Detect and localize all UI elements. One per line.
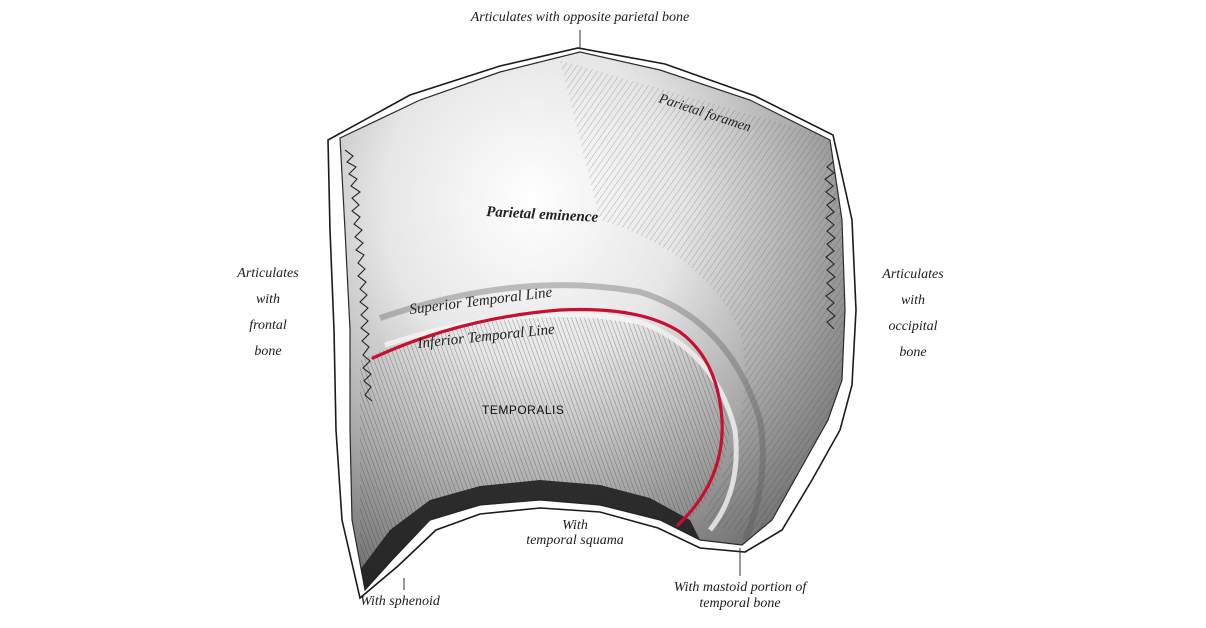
inferior-temporal-line-highlight [371, 307, 724, 527]
label-articulates-opposite-parietal: Articulates with opposite parietal bone [470, 10, 690, 25]
label-line: temporal squama [526, 533, 624, 548]
hatching-right-region [560, 60, 845, 540]
label-line: frontal [249, 318, 287, 333]
label-line: bone [899, 345, 927, 360]
label-with-mastoid-portion: With mastoid portion of temporal bone [640, 580, 840, 612]
label-line: With mastoid portion of [673, 580, 807, 595]
label-line: temporal bone [699, 596, 781, 611]
superior-temporal-ridge [379, 282, 766, 542]
label-line: occipital [888, 319, 938, 334]
bone-outer-outline [327, 47, 857, 600]
label-with-temporal-squama: With temporal squama [500, 518, 650, 548]
label-line: Articulates [882, 267, 944, 282]
serrated-edge-right [824, 159, 836, 330]
label-articulates-occipital: Articulates with occipital bone [864, 262, 962, 366]
label-line: with [900, 293, 926, 308]
label-line: bone [254, 344, 282, 359]
label-parietal-eminence: Parietal eminence [486, 204, 599, 226]
label-line: With [562, 518, 588, 533]
label-line: with [255, 292, 281, 307]
label-with-sphenoid: With sphenoid [360, 594, 440, 609]
label-temporalis: TEMPORALIS [482, 403, 564, 417]
label-line: Articulates [237, 266, 299, 281]
serrated-edge-left [344, 149, 373, 402]
label-articulates-frontal: Articulates with frontal bone [228, 261, 308, 365]
squamous-border-dark [360, 480, 700, 590]
